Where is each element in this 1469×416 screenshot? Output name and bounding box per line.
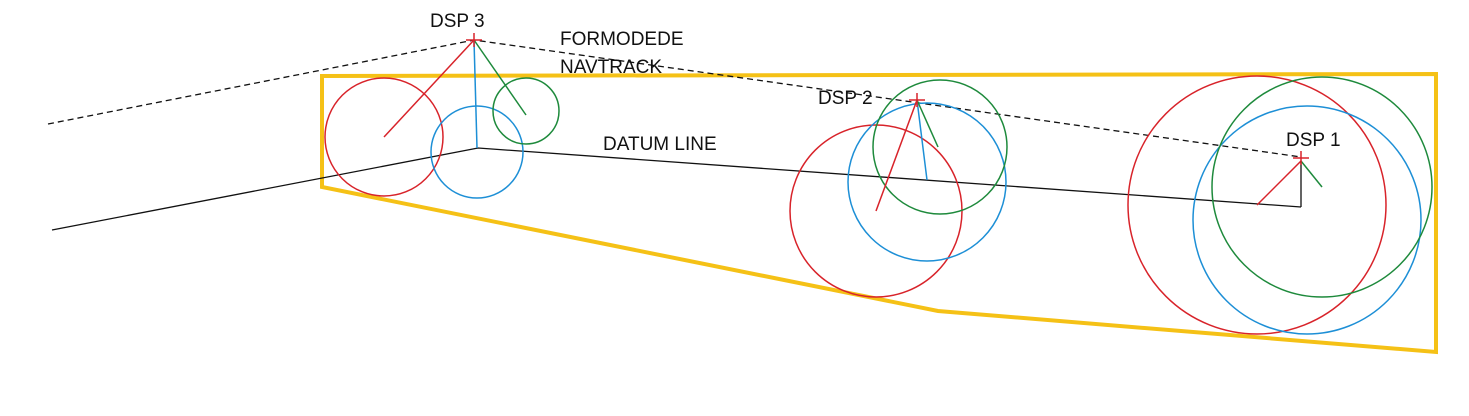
- dsp1-green-vector: [1300, 160, 1323, 188]
- navtrack-label-line1: FORMODEDE: [560, 29, 684, 50]
- boundary-polygon: [320, 71, 1438, 355]
- dsp2-blue-vector: [916, 99, 928, 181]
- dsp2-label: DSP 2: [818, 88, 873, 109]
- datum-line: [51, 147, 1302, 231]
- dsp1-red-circle: [1127, 75, 1387, 335]
- dsp3-green-vector: [473, 39, 527, 116]
- dsp2-blue-circle: [847, 102, 1007, 262]
- dsp2-green-vector: [916, 99, 939, 148]
- datum-line-label: DATUM LINE: [603, 134, 717, 155]
- dsp3-group: [324, 33, 560, 199]
- dsp3-blue-vector: [473, 39, 478, 149]
- dsp2-red-vector: [875, 99, 918, 212]
- dsp1-blue-circle: [1192, 105, 1422, 335]
- dsp3-green-circle: [492, 77, 560, 145]
- dsp1-label: DSP 1: [1286, 130, 1341, 151]
- dsp3-red-vector: [383, 39, 475, 138]
- dsp1-green-circle: [1211, 76, 1433, 298]
- dsp3-label: DSP 3: [430, 11, 485, 32]
- dsp3-blue-circle: [430, 105, 524, 199]
- dsp1-red-vector: [1256, 160, 1302, 206]
- dsp1-group: [1127, 75, 1433, 335]
- dsp2-green-circle: [872, 79, 1008, 215]
- dsp3-red-circle: [324, 77, 444, 197]
- dsp2-group: [789, 79, 1008, 298]
- navtrack-label-line2: NAVTRACK: [560, 57, 662, 78]
